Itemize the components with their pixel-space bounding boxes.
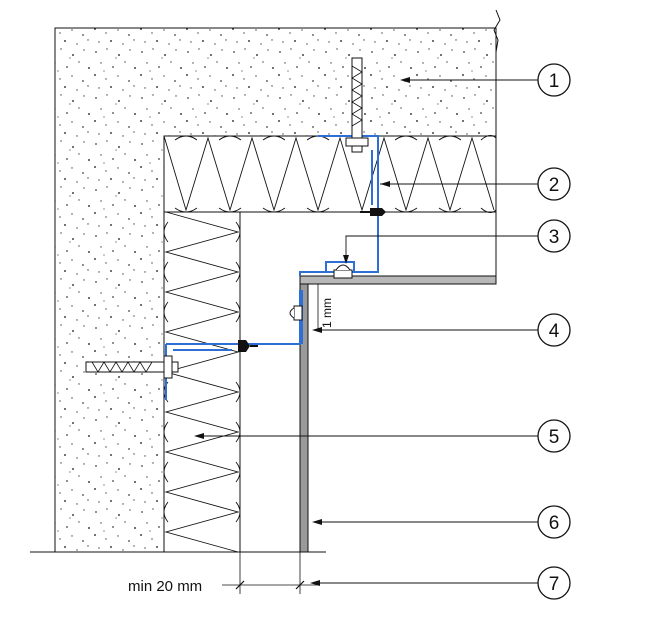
- anchor-side: [85, 355, 179, 379]
- screw-top: [360, 208, 386, 216]
- callout-6: 6: [537, 505, 571, 539]
- gap-dimension-label: min 20 mm: [128, 578, 202, 595]
- svg-text:3: 3: [549, 227, 560, 248]
- screw-side: [238, 340, 258, 352]
- callout-5: 5: [537, 419, 571, 453]
- svg-text:2: 2: [549, 175, 560, 196]
- leader-arrowheads: [194, 77, 410, 586]
- svg-text:6: 6: [549, 513, 560, 534]
- concrete-wall: [54, 27, 497, 553]
- callout-4: 4: [537, 313, 571, 347]
- insulation-side-layer: [163, 211, 241, 553]
- callout-2: 2: [537, 167, 571, 201]
- svg-text:5: 5: [549, 427, 560, 448]
- joint-dimension-label: 1 mm: [320, 298, 334, 328]
- svg-text:4: 4: [549, 321, 560, 342]
- callout-3: 3: [537, 219, 571, 253]
- support-bracket: [165, 135, 379, 400]
- concrete-wall-top-edge: [493, 9, 501, 276]
- callout-1: 1: [537, 63, 571, 97]
- gap-dimension: min 20 mm: [128, 552, 320, 595]
- joint-dimension: 1 mm: [306, 283, 334, 330]
- svg-text:7: 7: [549, 574, 560, 595]
- anchor-top: [345, 57, 369, 153]
- callout-7: 7: [537, 566, 571, 600]
- cladding-panel: [299, 275, 497, 553]
- rivet-fastener-side: [289, 305, 303, 321]
- leader-lines: [196, 79, 538, 584]
- insulation-top-layer: [163, 135, 497, 213]
- svg-text:1: 1: [549, 71, 560, 92]
- rivet-fastener: [333, 264, 353, 279]
